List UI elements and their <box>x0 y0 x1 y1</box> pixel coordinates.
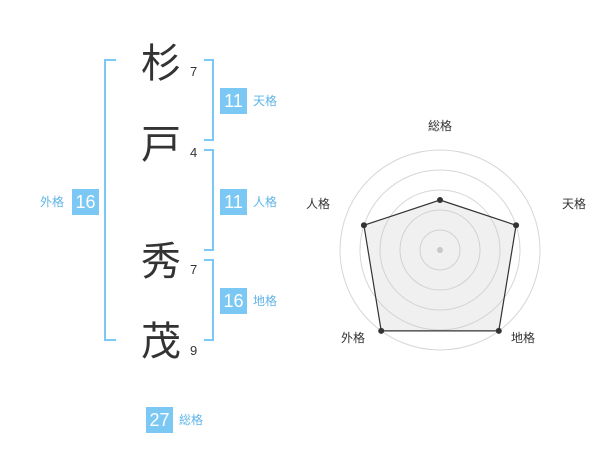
radar-axis-label: 人格 <box>306 196 330 211</box>
radar-ring <box>379 189 501 311</box>
stroke-count-4: 9 <box>190 343 198 358</box>
jinkaku-label: 人格 <box>253 195 278 209</box>
radar-ring <box>399 209 481 291</box>
stroke-count-3: 7 <box>190 262 198 277</box>
radar-point-5 <box>360 222 367 229</box>
jinkaku-bracket <box>204 149 214 251</box>
radar-point-4 <box>378 327 385 334</box>
tenkaku-label: 天格 <box>253 94 278 108</box>
name-char-4: 茂 <box>141 319 181 365</box>
gaikaku-bracket <box>104 59 116 341</box>
radar-axis-label: 総格 <box>428 118 452 133</box>
name-char-3: 秀 <box>141 239 181 285</box>
gaikaku-badge: 16 <box>72 189 99 215</box>
jinkaku-badge: 11 <box>220 189 247 215</box>
chikaku-badge: 16 <box>220 288 247 314</box>
name-char-1: 杉 <box>141 41 181 87</box>
chikaku-bracket <box>204 259 214 341</box>
radar-point-1 <box>437 197 443 203</box>
stroke-count-2: 4 <box>190 145 198 160</box>
soukaku-label: 総格 <box>179 413 204 427</box>
chikaku-label: 地格 <box>253 294 278 308</box>
radar-point-2 <box>513 222 520 229</box>
tenkaku-badge: 11 <box>220 88 247 114</box>
radar-axis-label: 外格 <box>341 330 365 345</box>
name-char-2: 戸 <box>141 122 181 168</box>
radar-ring <box>419 229 461 271</box>
radar-axis-label: 地格 <box>511 330 535 345</box>
radar-ring <box>359 169 521 331</box>
gaikaku-label: 外格 <box>40 195 65 209</box>
tenkaku-bracket <box>204 59 214 141</box>
radar-data-polygon <box>363 199 517 332</box>
radar-point-3 <box>495 327 502 334</box>
radar-center-dot <box>437 247 443 253</box>
soukaku-badge: 27 <box>146 407 173 433</box>
stroke-count-1: 7 <box>190 64 198 79</box>
radar-axis-label: 天格 <box>562 196 586 211</box>
